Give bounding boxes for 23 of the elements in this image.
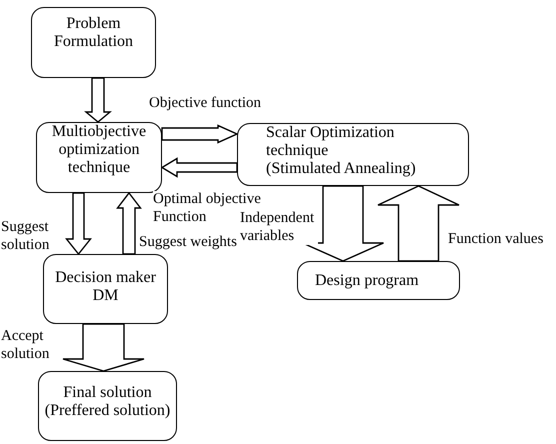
process-box <box>43 254 168 324</box>
process-label: Multiobjective optimization technique <box>50 123 148 177</box>
process-box <box>297 261 460 300</box>
process-label: Decision maker DM <box>54 269 157 305</box>
block-arrow <box>377 185 460 262</box>
process-label: (Stimulated Annealing) <box>266 160 417 178</box>
process-label: Design program <box>315 272 419 290</box>
block-arrow <box>84 77 112 123</box>
process-label: Final solution (Preffered solution) <box>44 384 172 420</box>
edge-label: Suggest weights <box>139 234 237 252</box>
process-box <box>38 371 177 441</box>
block-arrow <box>116 192 142 255</box>
process-box <box>237 123 469 186</box>
block-arrow <box>62 323 145 372</box>
process-label: Problem Formulation <box>52 15 134 51</box>
block-arrow <box>160 157 238 178</box>
block-arrow <box>65 192 92 256</box>
block-arrow <box>161 124 239 144</box>
edge-label: Objective function <box>149 95 262 112</box>
process-label: Scalar Optimization technique <box>266 124 396 160</box>
process-box <box>31 7 156 78</box>
process-box <box>36 122 162 193</box>
edge-label: Independent variables <box>240 210 318 245</box>
